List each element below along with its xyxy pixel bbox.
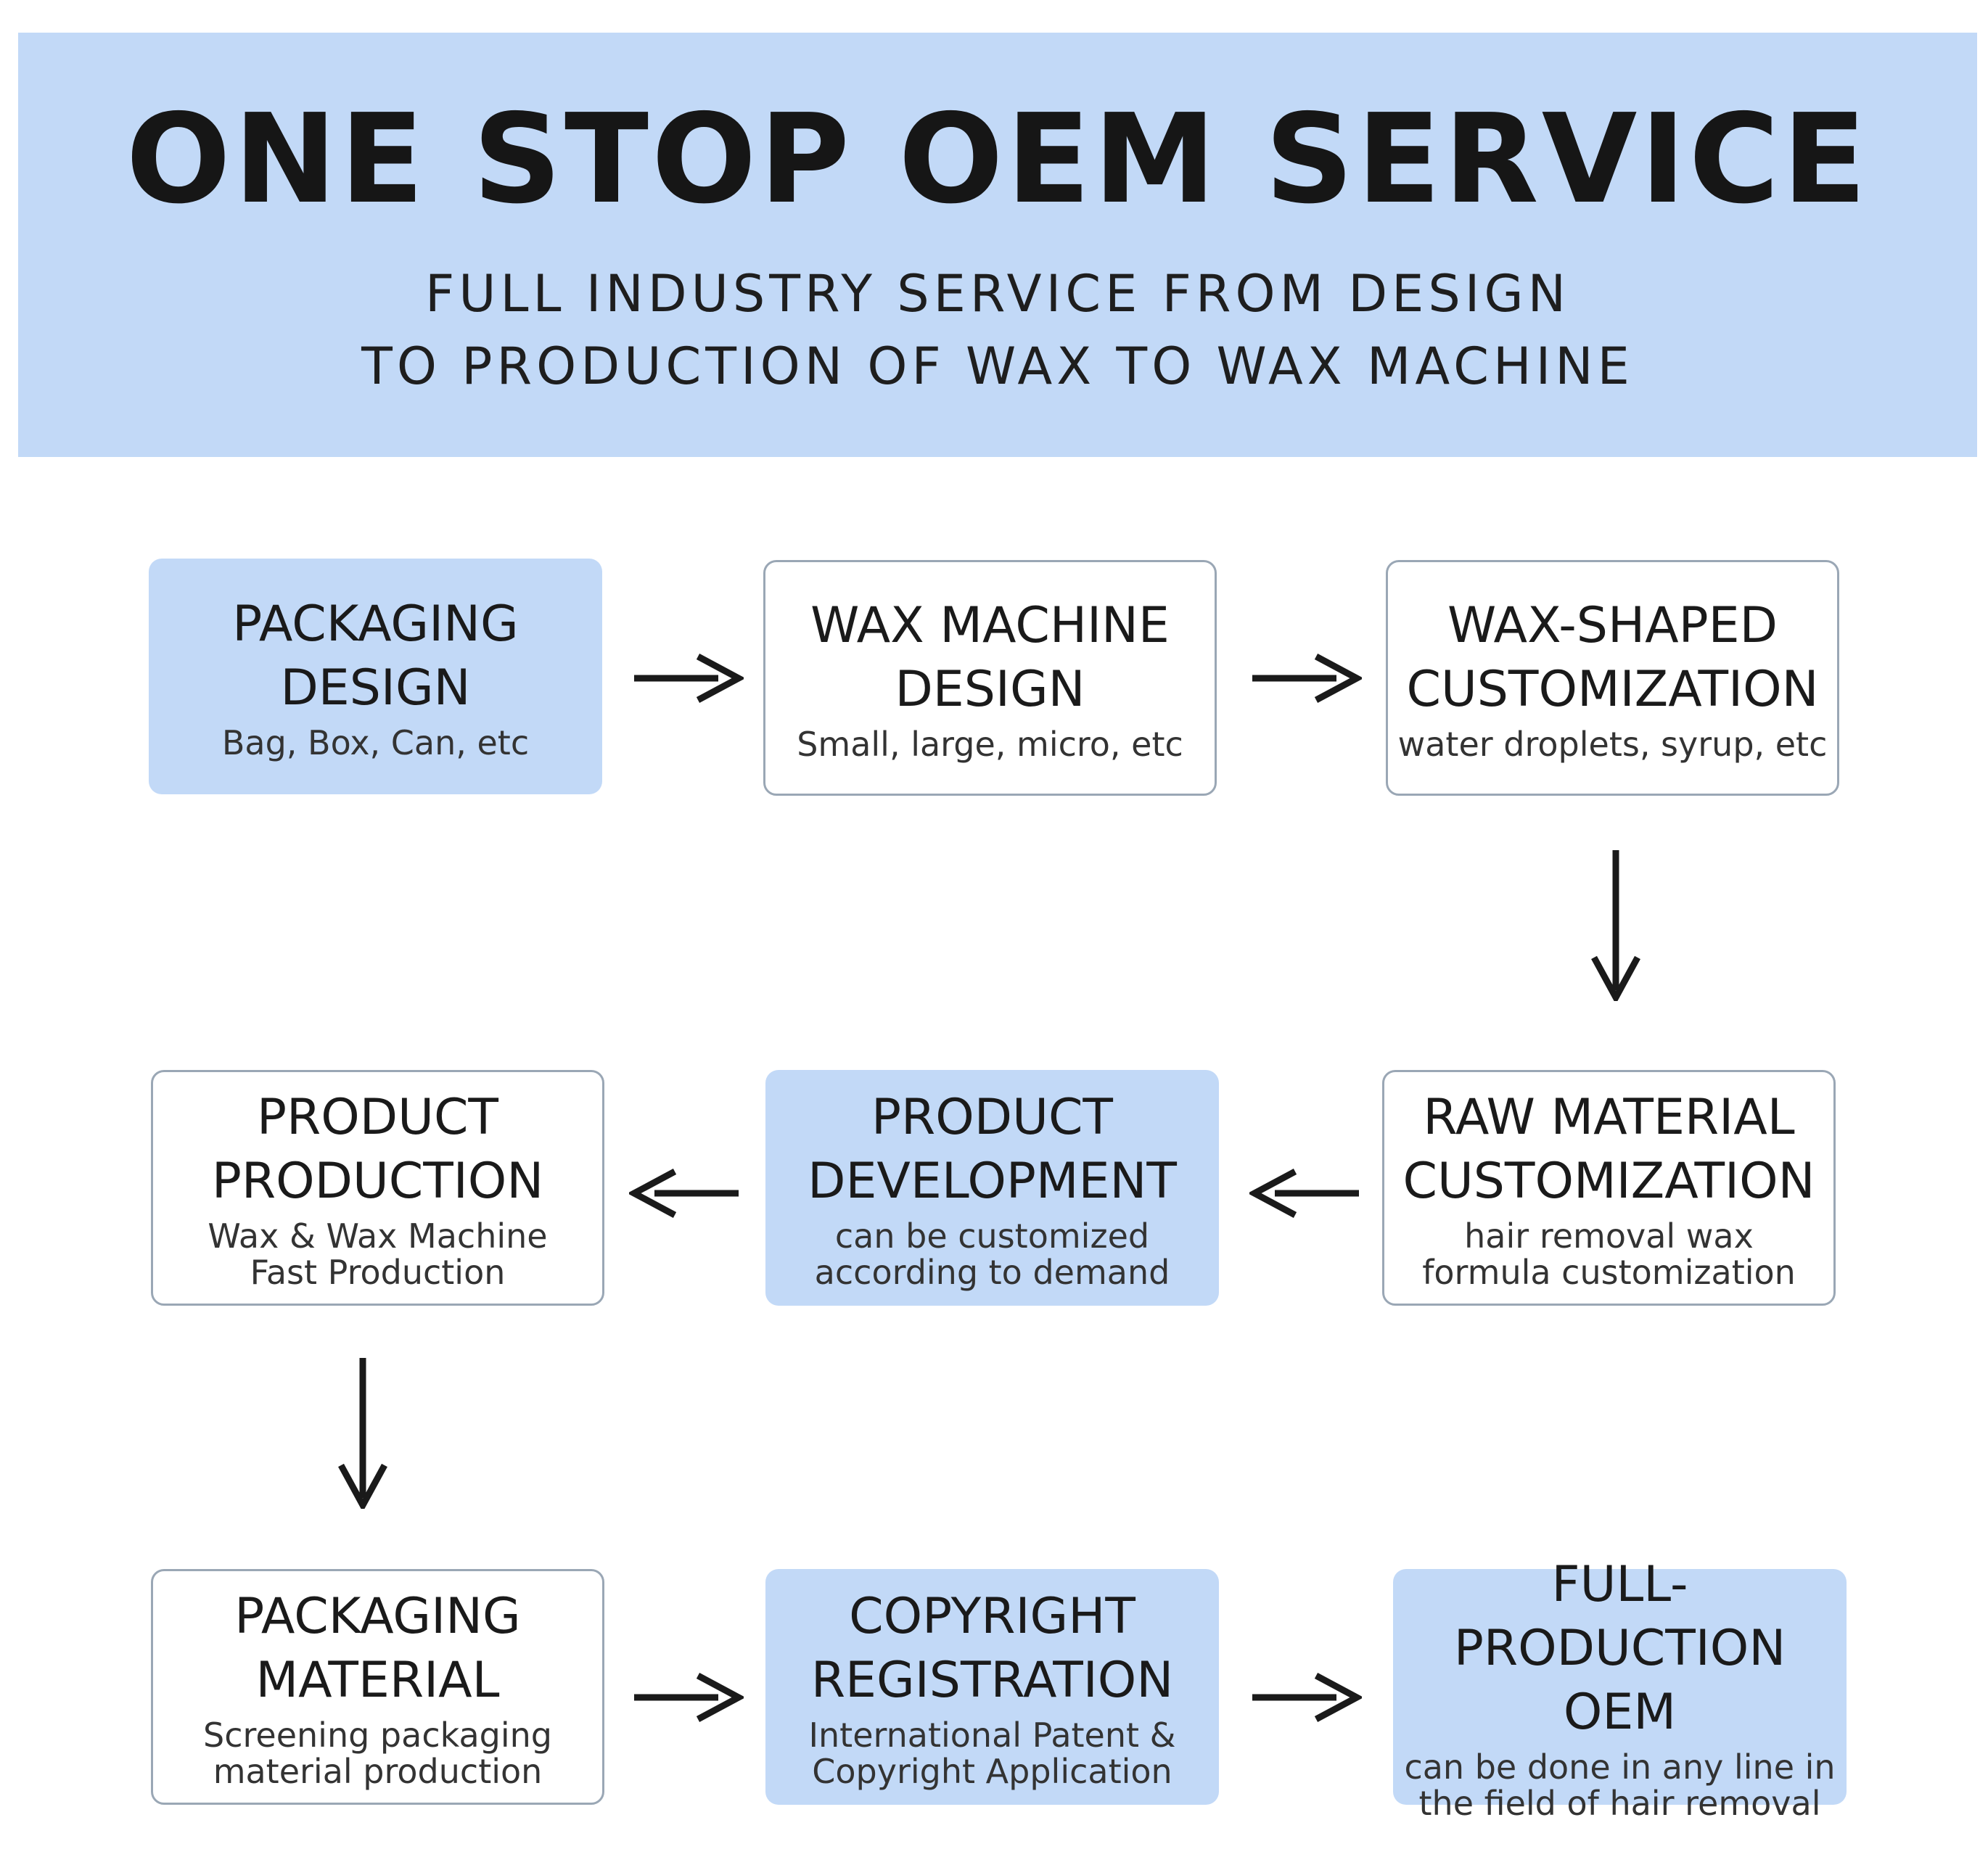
step-description: material production [213, 1751, 543, 1791]
arrow-right-icon [631, 649, 744, 707]
step-description: International Patent & [808, 1715, 1176, 1755]
arrow-left-icon [1249, 1164, 1362, 1222]
step-description: can be done in any line in [1404, 1747, 1836, 1787]
step-heading: PRODUCTION [211, 1152, 544, 1210]
subtitle-line-2: TO PRODUCTION OF WAX TO WAX MACHINE [361, 337, 1634, 396]
step-heading: CUSTOMIZATION [1402, 1152, 1815, 1210]
step-heading: FULL- [1551, 1555, 1688, 1613]
arrow-right-icon [631, 1668, 744, 1726]
step-heading: DESIGN [280, 659, 471, 717]
step-description: can be customized [834, 1216, 1150, 1256]
step-description: hair removal wax [1464, 1216, 1754, 1256]
step-packaging-material: PACKAGING MATERIAL Screening packaging m… [151, 1569, 604, 1805]
page-title: ONE STOP OEM SERVICE [126, 88, 1870, 231]
step-heading: PACKAGING [234, 1587, 521, 1645]
step-raw-material-customization: RAW MATERIAL CUSTOMIZATION hair removal … [1382, 1070, 1836, 1306]
step-description: Wax & Wax Machine [208, 1216, 548, 1256]
step-wax-machine-design: WAX MACHINE DESIGN Small, large, micro, … [763, 560, 1217, 796]
step-description: Copyright Application [812, 1751, 1172, 1791]
step-description: according to demand [814, 1252, 1170, 1292]
step-packaging-design: PACKAGING DESIGN Bag, Box, Can, etc [149, 559, 602, 794]
step-heading: MATERIAL [255, 1651, 500, 1709]
arrow-right-icon [1249, 1668, 1362, 1726]
step-heading: PACKAGING [232, 595, 519, 653]
step-heading: WAX MACHINE [810, 596, 1170, 654]
step-heading: WAX-SHAPED [1447, 596, 1778, 654]
step-description: Fast Production [250, 1252, 506, 1292]
subtitle-line-1: FULL INDUSTRY SERVICE FROM DESIGN [424, 264, 1571, 324]
header-banner: ONE STOP OEM SERVICE FULL INDUSTRY SERVI… [18, 33, 1977, 457]
step-heading: CUSTOMIZATION [1406, 660, 1819, 718]
step-heading: DESIGN [895, 660, 1085, 718]
step-full-production-oem: FULL- PRODUCTION OEM can be done in any … [1393, 1556, 1847, 1821]
step-description: Small, large, micro, etc [797, 724, 1183, 764]
step-heading: DEVELOPMENT [808, 1152, 1177, 1210]
step-product-production: PRODUCT PRODUCTION Wax & Wax Machine Fas… [151, 1070, 604, 1306]
step-description: Screening packaging [203, 1715, 552, 1755]
arrow-down-icon [334, 1356, 392, 1509]
step-description: the field of hair removal [1418, 1783, 1821, 1823]
step-description: Bag, Box, Can, etc [221, 722, 530, 762]
step-heading: COPYRIGHT [849, 1587, 1135, 1645]
arrow-left-icon [629, 1164, 742, 1222]
step-heading: PRODUCT [871, 1088, 1113, 1146]
step-copyright-registration: COPYRIGHT REGISTRATION International Pat… [765, 1569, 1219, 1805]
step-product-development: PRODUCT DEVELOPMENT can be customized ac… [765, 1070, 1219, 1306]
step-description: formula customization [1422, 1252, 1796, 1292]
step-heading: PRODUCTION OEM [1453, 1619, 1786, 1741]
step-heading: PRODUCT [257, 1088, 498, 1146]
step-heading: REGISTRATION [810, 1651, 1174, 1709]
arrow-right-icon [1249, 649, 1362, 707]
arrow-down-icon [1587, 849, 1645, 1001]
step-wax-shaped-customization: WAX-SHAPED CUSTOMIZATION water droplets,… [1386, 560, 1839, 796]
step-description: water droplets, syrup, etc [1397, 724, 1828, 764]
step-heading: RAW MATERIAL [1423, 1088, 1795, 1146]
